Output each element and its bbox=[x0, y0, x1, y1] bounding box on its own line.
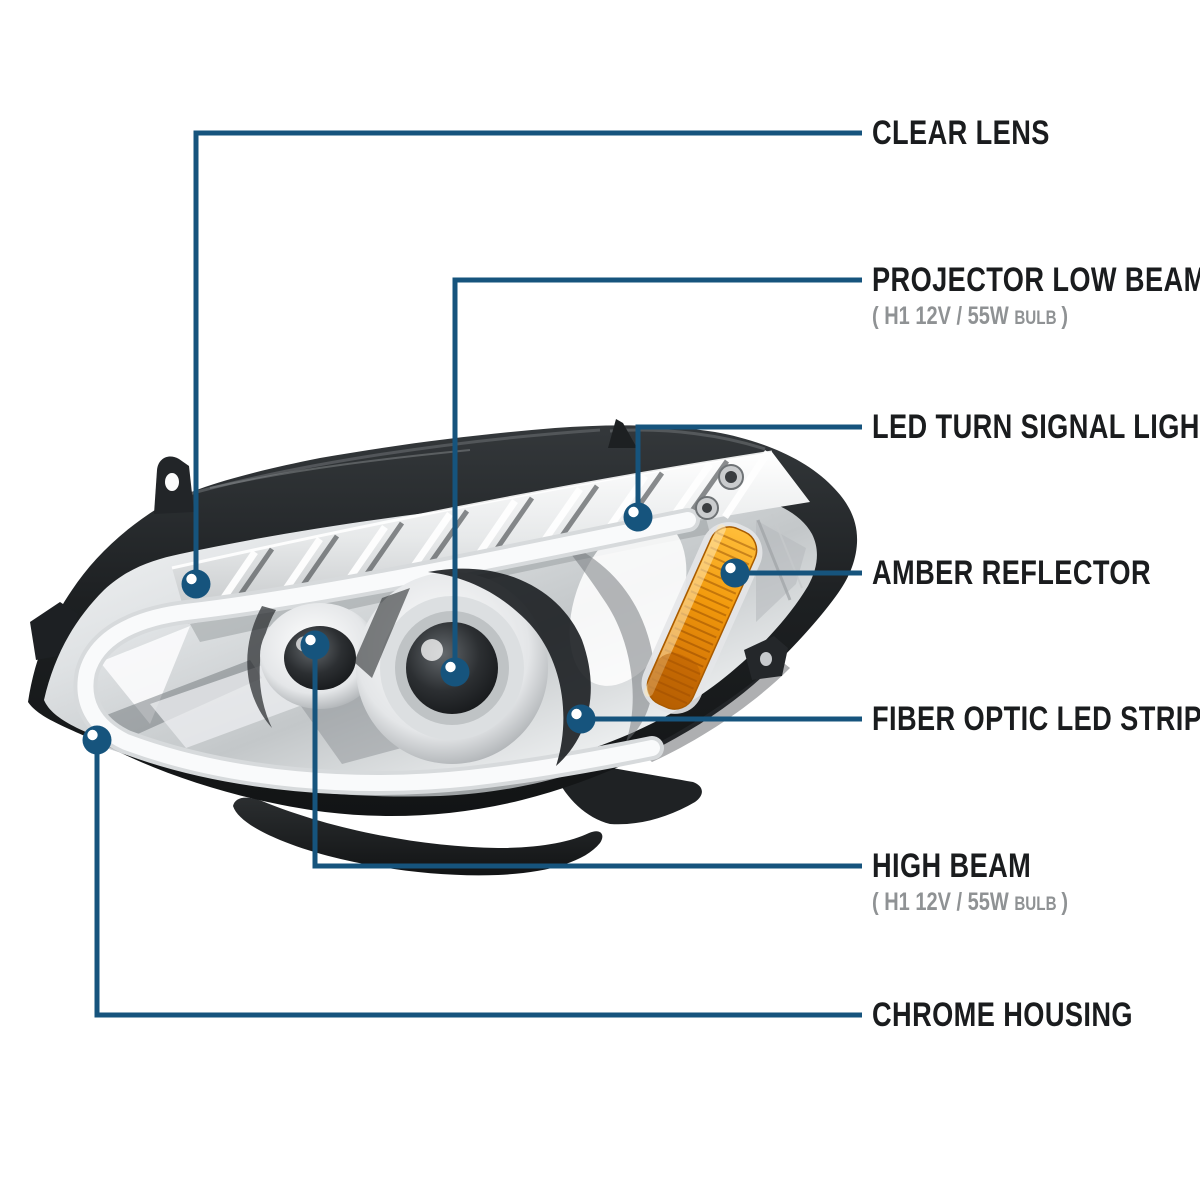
callout-dot-high-beam bbox=[300, 630, 330, 660]
chrome-ridge bbox=[756, 519, 792, 601]
chrome-facet bbox=[640, 660, 790, 762]
fiber-optic-led-strip-tube-core bbox=[77, 512, 696, 791]
high-beam-shade bbox=[247, 606, 276, 728]
mounting-tab-right-hole bbox=[760, 652, 772, 666]
callout-dot-amber-reflector bbox=[720, 558, 750, 588]
callout-line-projector-low-beam bbox=[452, 277, 862, 672]
callout-dot-chrome-housing bbox=[82, 725, 112, 755]
projector-hood bbox=[428, 568, 591, 766]
housing-highlight bbox=[209, 449, 471, 489]
housing-highlight bbox=[609, 428, 766, 451]
projector-shade-left bbox=[354, 588, 410, 678]
callout-dot-fiber-optic-led-strip bbox=[566, 704, 596, 734]
top-fin bbox=[608, 419, 637, 448]
headlight-illustration bbox=[28, 419, 858, 876]
callout-line-chrome-housing bbox=[94, 740, 862, 1018]
callout-line-led-turn-signal bbox=[635, 424, 862, 517]
callout-dot-clear-lens bbox=[181, 569, 211, 599]
mounting-bracket-lower bbox=[233, 797, 603, 876]
led-strip-band-edge bbox=[171, 450, 773, 570]
callout-line-high-beam bbox=[312, 645, 862, 869]
mounting-tab-hole bbox=[165, 473, 179, 491]
callout-line-clear-lens bbox=[193, 130, 862, 584]
chrome-facet bbox=[560, 540, 654, 742]
projector-glint bbox=[421, 639, 443, 661]
callout-dot-projector-low-beam bbox=[440, 657, 470, 687]
chrome-facet bbox=[100, 626, 190, 724]
led-turn-signal-bulbs bbox=[695, 464, 744, 520]
chrome-ridge bbox=[771, 513, 803, 589]
callout-dot-led-turn-signal bbox=[623, 502, 653, 532]
callouts-overlay bbox=[82, 130, 862, 1018]
